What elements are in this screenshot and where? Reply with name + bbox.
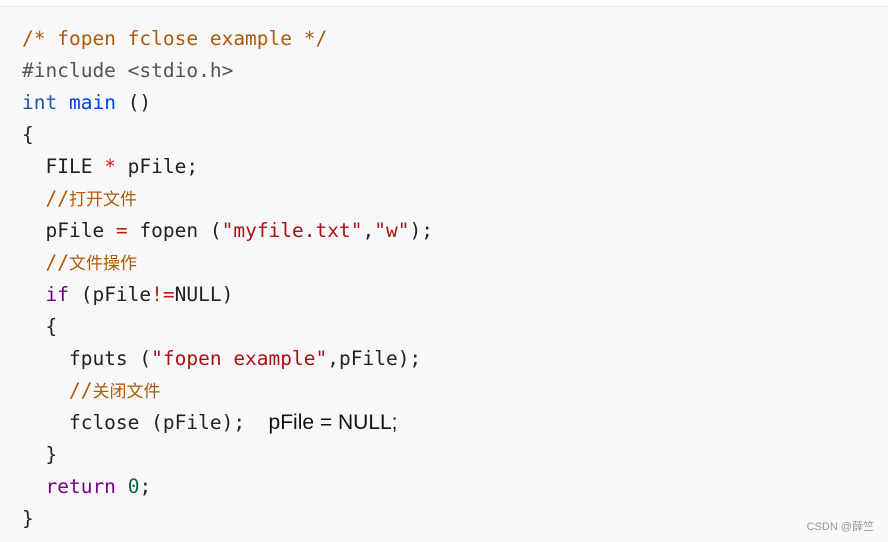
code-line: //文件操作 xyxy=(22,247,433,279)
code-token-string: "fopen example" xyxy=(151,347,328,370)
code-listing[interactable]: /* fopen fclose example */ #include <stdi… xyxy=(22,23,433,535)
code-token-preprocessor: #include <stdio.h> xyxy=(22,59,234,82)
code-token-plain: (pFile xyxy=(68,283,152,306)
code-token-plain: fputs ( xyxy=(22,347,152,370)
code-token-keyword: return xyxy=(45,475,116,498)
watermark: CSDN @薛竺 xyxy=(806,521,874,533)
code-token-string: "w" xyxy=(374,219,410,242)
code-line: //打开文件 xyxy=(22,183,433,215)
code-token-overlay: pFile = NULL; xyxy=(268,411,398,434)
code-line: { xyxy=(22,119,433,151)
code-token-comment: // xyxy=(22,379,93,402)
code-line: int main () xyxy=(22,87,433,119)
code-token-comment: // xyxy=(22,251,69,274)
code-token-string: "myfile.txt" xyxy=(221,219,363,242)
code-token-keyword: if xyxy=(45,283,69,306)
code-token-plain xyxy=(116,475,128,498)
code-token-plain: } xyxy=(22,507,34,530)
code-token-plain: () xyxy=(115,91,152,114)
code-token-plain: ; xyxy=(139,475,152,498)
code-token-comment-cjk: 文件操作 xyxy=(68,254,137,274)
code-token-plain: pFile xyxy=(22,219,116,242)
code-token-plain: NULL) xyxy=(174,283,234,306)
code-line: FILE * pFile; xyxy=(22,151,433,183)
code-line: if (pFile!=NULL) xyxy=(22,279,433,311)
code-token-plain: ,pFile); xyxy=(327,347,422,370)
code-token-plain: , xyxy=(362,219,375,242)
code-line: //关闭文件 xyxy=(22,375,433,407)
code-token-plain: fclose (pFile); xyxy=(22,411,269,434)
code-line: pFile = fopen ("myfile.txt","w"); xyxy=(22,215,433,247)
code-token-comment-cjk: 打开文件 xyxy=(68,190,137,210)
code-token-operator: = xyxy=(115,219,128,242)
code-line: fputs ("fopen example",pFile); xyxy=(22,343,433,375)
code-token-plain: pFile; xyxy=(115,155,199,178)
code-token-number: 0 xyxy=(127,475,140,498)
code-token-plain xyxy=(57,91,69,114)
code-token-operator: != xyxy=(151,283,175,306)
code-token-plain: fopen ( xyxy=(127,219,222,242)
code-token-operator: * xyxy=(104,155,116,178)
code-token-plain: } xyxy=(22,443,58,466)
code-token-plain: { xyxy=(22,315,58,338)
code-token-function: main xyxy=(68,91,116,114)
code-line: } xyxy=(22,503,433,535)
code-line: #include <stdio.h> xyxy=(22,55,433,87)
code-block: /* fopen fclose example */ #include <stdi… xyxy=(0,6,888,542)
code-line: { xyxy=(22,311,433,343)
code-token-plain: FILE xyxy=(22,155,105,178)
code-token-type: int xyxy=(22,91,58,114)
code-token-comment: // xyxy=(22,187,69,210)
code-line: } xyxy=(22,439,433,471)
code-token-plain: ); xyxy=(409,219,433,242)
code-token-comment-cjk: 关闭文件 xyxy=(92,382,161,402)
code-token-plain: { xyxy=(22,123,34,146)
code-line: return 0; xyxy=(22,471,433,503)
code-line: fclose (pFile); pFile = NULL; xyxy=(22,407,433,439)
code-token-plain xyxy=(22,283,45,306)
code-token-plain xyxy=(22,475,45,498)
code-line: /* fopen fclose example */ xyxy=(22,23,433,55)
code-token-comment: /* fopen fclose example */ xyxy=(22,27,328,50)
